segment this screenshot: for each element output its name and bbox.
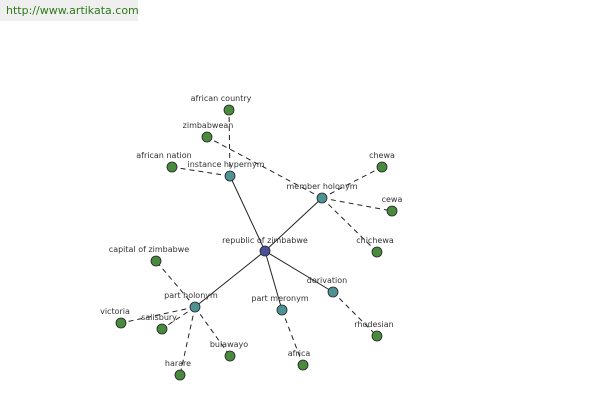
node-label: member holonym <box>286 182 357 191</box>
node-member-holonym[interactable]: member holonym <box>286 182 358 204</box>
node-african-nation[interactable]: african nation <box>136 151 192 173</box>
nodes-layer: republic of zimbabwe instance hypernym mem… <box>100 94 403 381</box>
edge-member-holonym-cewa <box>321 197 393 212</box>
node-dot-leaf[interactable] <box>297 359 309 371</box>
node-dot-leaf[interactable] <box>166 161 178 173</box>
node-label: chichewa <box>356 236 394 245</box>
edge-republic-derivation <box>264 250 334 293</box>
node-bulawayo[interactable]: bulawayo <box>210 340 248 362</box>
edge-part-holonym-salisbury <box>161 306 196 330</box>
edge-member-holonym-zimbabwean <box>206 136 323 199</box>
node-label: africa <box>288 349 311 358</box>
node-label: instance hypernym <box>188 160 265 169</box>
node-dot-relation[interactable] <box>189 301 201 313</box>
node-capital[interactable]: capital of zimbabwe <box>109 245 189 267</box>
node-dot-leaf[interactable] <box>376 161 388 173</box>
edge-part-holonym-harare <box>179 306 196 376</box>
node-label: bulawayo <box>210 340 248 349</box>
node-label: derivation <box>307 276 347 285</box>
edge-republic-part-holonym <box>194 250 266 308</box>
node-rhodesian[interactable]: rhodesian <box>354 320 394 342</box>
edge-part-holonym-bulawayo <box>194 306 231 357</box>
node-dot-leaf[interactable] <box>386 205 398 217</box>
node-dot-leaf[interactable] <box>371 246 383 258</box>
node-dot-leaf[interactable] <box>150 255 162 267</box>
node-dot-leaf[interactable] <box>224 350 236 362</box>
node-zimbabwean[interactable]: zimbabwean <box>183 121 234 143</box>
node-dot-leaf[interactable] <box>371 330 383 342</box>
edge-part-meronym-africa <box>281 309 304 366</box>
edge-member-holonym-chewa <box>321 166 383 199</box>
node-dot-leaf[interactable] <box>223 104 235 116</box>
source-url[interactable]: http://www.artikata.com <box>0 0 139 21</box>
node-dot-relation[interactable] <box>316 192 328 204</box>
node-label: republic of zimbabwe <box>222 236 308 245</box>
node-label: part holonym <box>164 291 218 300</box>
edge-instance-hypernym-african-country <box>228 109 231 177</box>
edge-part-holonym-victoria <box>120 306 196 324</box>
edge-part-holonym-capital <box>155 260 196 308</box>
node-dot-leaf[interactable] <box>115 317 127 329</box>
node-label: african country <box>191 94 252 103</box>
edge-member-holonym-chichewa <box>321 197 378 253</box>
node-dot-leaf[interactable] <box>201 131 213 143</box>
edge-derivation-rhodesian <box>332 291 378 337</box>
node-derivation[interactable]: derivation <box>307 276 347 298</box>
node-label: rhodesian <box>354 320 393 329</box>
node-instance-hypernym[interactable]: instance hypernym <box>188 160 265 182</box>
node-dot-relation[interactable] <box>224 170 236 182</box>
node-label: victoria <box>100 307 130 316</box>
edge-instance-hypernym-african-nation <box>171 166 231 177</box>
node-label: chewa <box>369 151 395 160</box>
node-harare[interactable]: harare <box>165 359 191 381</box>
node-part-holonym[interactable]: part holonym <box>164 291 218 313</box>
node-dot-relation[interactable] <box>327 286 339 298</box>
edge-republic-part-meronym <box>264 250 283 311</box>
node-part-meronym[interactable]: part meronym <box>251 294 309 316</box>
node-label: salisbury <box>141 313 177 322</box>
node-africa[interactable]: africa <box>288 349 311 371</box>
node-african-country[interactable]: african country <box>191 94 252 116</box>
node-label: african nation <box>136 151 191 160</box>
node-republic[interactable]: republic of zimbabwe <box>222 236 308 257</box>
edge-republic-instance-hypernym <box>229 175 266 252</box>
node-salisbury[interactable]: salisbury <box>141 313 177 335</box>
node-chewa[interactable]: chewa <box>369 151 395 173</box>
node-dot-leaf[interactable] <box>156 323 168 335</box>
node-label: capital of zimbabwe <box>109 245 189 254</box>
node-label: part meronym <box>251 294 308 303</box>
node-dot-leaf[interactable] <box>174 369 186 381</box>
edges-layer <box>120 109 393 376</box>
node-label: cewa <box>382 195 403 204</box>
edge-republic-member-holonym <box>264 197 323 252</box>
node-label: zimbabwean <box>183 121 234 130</box>
node-victoria[interactable]: victoria <box>100 307 130 329</box>
node-cewa[interactable]: cewa <box>382 195 403 217</box>
node-dot-center[interactable] <box>259 245 271 257</box>
node-label: harare <box>165 359 191 368</box>
node-dot-relation[interactable] <box>276 304 288 316</box>
node-chichewa[interactable]: chichewa <box>356 236 394 258</box>
